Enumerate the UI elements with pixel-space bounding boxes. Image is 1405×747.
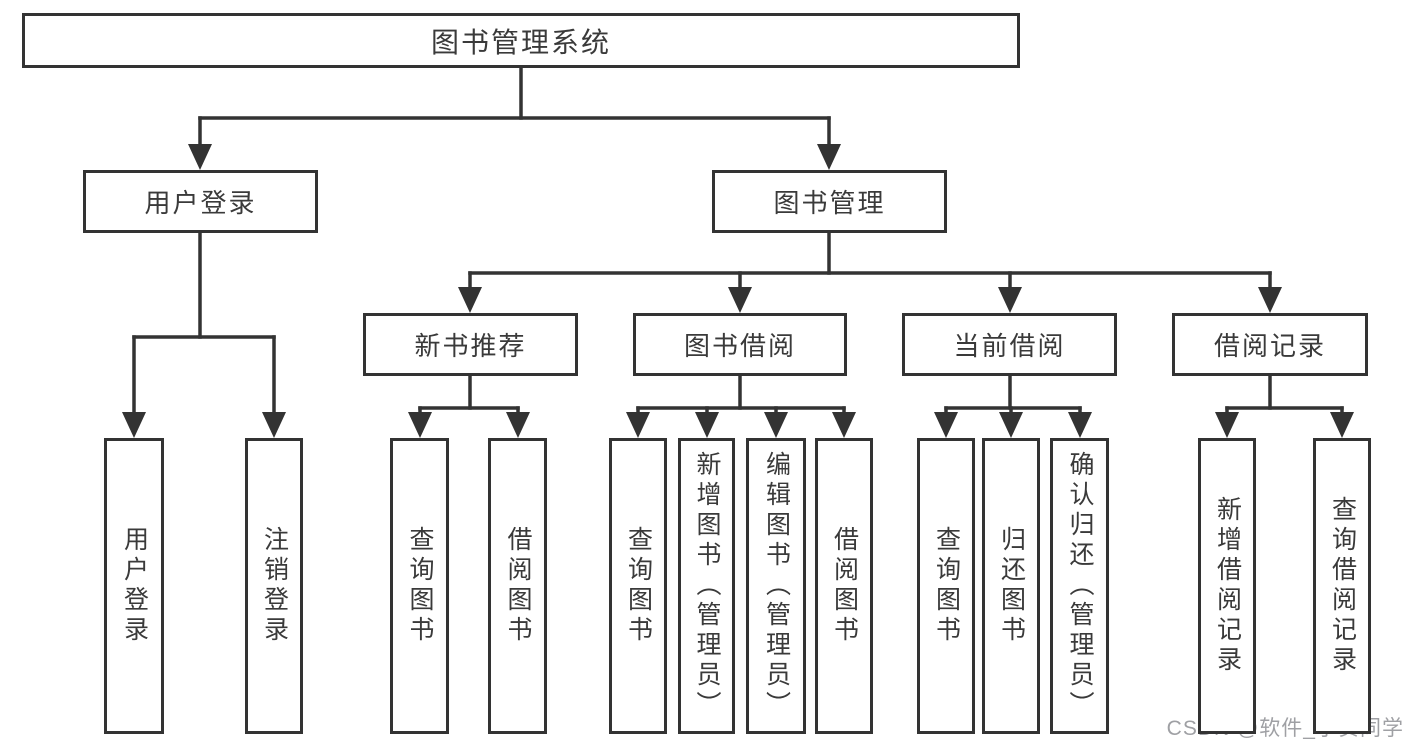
node-add-borrow-record: 新增借阅记录: [1198, 438, 1256, 734]
arrowhead-down-icon: [764, 412, 788, 438]
arrowhead-down-icon: [626, 412, 650, 438]
node-query-borrow-record: 查询借阅记录: [1313, 438, 1371, 734]
arrowhead-down-icon: [998, 287, 1022, 313]
arrowhead-down-icon: [262, 412, 286, 438]
node-add-books-admin: 新增图书（管理员）: [678, 438, 735, 734]
node-borrowing-records: 借阅记录: [1172, 313, 1368, 376]
arrowhead-down-icon: [1330, 412, 1354, 438]
node-query-books-recommend: 查询图书: [390, 438, 449, 734]
node-edit-books-admin: 编辑图书（管理员）: [746, 438, 806, 734]
node-book-borrowing: 图书借阅: [633, 313, 847, 376]
node-user-login: 用户登录: [83, 170, 318, 233]
arrowhead-down-icon: [188, 144, 212, 170]
node-return-books: 归还图书: [982, 438, 1040, 734]
node-confirm-return-admin: 确认归还（管理员）: [1050, 438, 1109, 734]
arrowhead-down-icon: [695, 412, 719, 438]
arrowhead-down-icon: [817, 144, 841, 170]
arrowhead-down-icon: [122, 412, 146, 438]
arrowhead-down-icon: [408, 412, 432, 438]
node-user-login-action: 用户登录: [104, 438, 164, 734]
node-borrow-books-borrowing: 借阅图书: [815, 438, 873, 734]
node-query-books-borrowing: 查询图书: [609, 438, 667, 734]
arrowhead-down-icon: [934, 412, 958, 438]
arrowhead-down-icon: [1068, 412, 1092, 438]
arrowhead-down-icon: [999, 412, 1023, 438]
arrowhead-down-icon: [1215, 412, 1239, 438]
node-logout-action: 注销登录: [245, 438, 303, 734]
arrowhead-down-icon: [458, 287, 482, 313]
node-query-books-current: 查询图书: [917, 438, 975, 734]
node-root-system: 图书管理系统: [22, 13, 1020, 68]
node-new-book-recommend: 新书推荐: [363, 313, 578, 376]
arrowhead-down-icon: [506, 412, 530, 438]
arrowhead-down-icon: [728, 287, 752, 313]
arrowhead-down-icon: [832, 412, 856, 438]
arrowhead-down-icon: [1258, 287, 1282, 313]
node-book-management: 图书管理: [712, 170, 947, 233]
node-current-borrowing: 当前借阅: [902, 313, 1117, 376]
node-borrow-books-recommend: 借阅图书: [488, 438, 547, 734]
